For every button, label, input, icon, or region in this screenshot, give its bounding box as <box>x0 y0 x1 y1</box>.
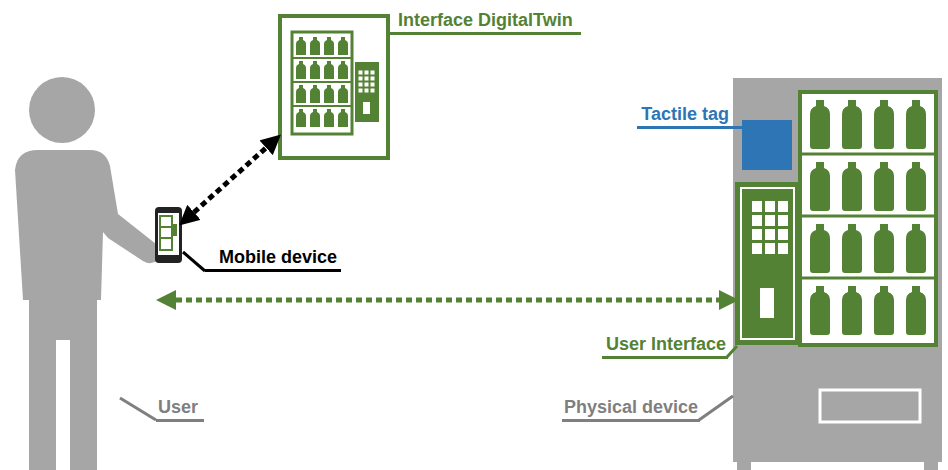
user-figure-node: User <box>18 75 160 470</box>
mobile-device: Mobile device <box>155 207 182 263</box>
leader-line <box>183 252 205 271</box>
vending-machine-drawing <box>733 78 942 470</box>
part-label: Mobile device <box>205 247 341 272</box>
part-label: User Interface <box>602 334 728 359</box>
leader-line <box>699 396 733 420</box>
leader-line <box>727 346 737 357</box>
leader-line <box>120 398 156 420</box>
tactile-tag: Tactile tag <box>742 120 792 170</box>
part-label: Interface DigitalTwin <box>390 10 581 35</box>
part-label: Tactile tag <box>637 104 742 129</box>
part-label: Physical device <box>562 397 700 422</box>
digital-twin-box: Interface DigitalTwin <box>278 14 390 160</box>
dotted-connector <box>166 298 729 303</box>
vending-machine: Tactile tagUser InterfacePhysical device <box>733 78 942 462</box>
phone-drawing <box>155 207 182 263</box>
user-figure <box>15 77 161 470</box>
part-label: User <box>156 397 204 422</box>
dotted-connector <box>186 141 273 219</box>
user-interface-panel: User Interface <box>735 182 800 345</box>
digital-twin-drawing <box>280 16 388 158</box>
